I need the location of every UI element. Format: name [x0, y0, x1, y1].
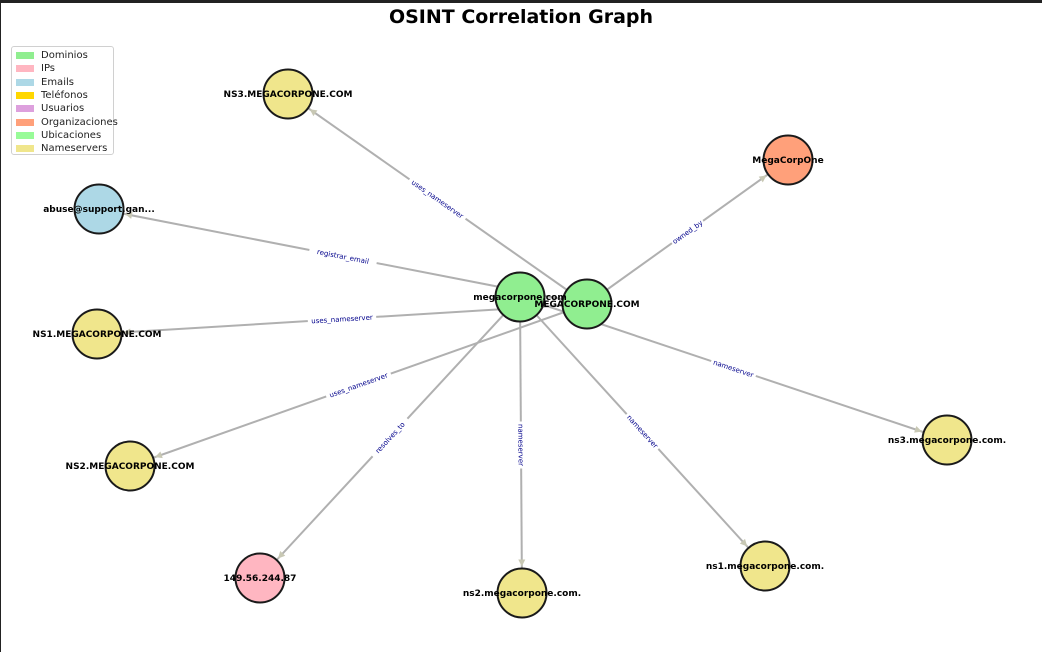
node-label-ns2-upper: NS2.MEGACORPONE.COM — [66, 462, 195, 472]
edge-arrowhead — [914, 426, 922, 433]
edge-label: nameserver — [625, 414, 659, 451]
node-ip[interactable] — [234, 552, 286, 604]
edge-arrowhead — [125, 211, 133, 219]
edge-arrowhead — [739, 538, 748, 547]
edge-label-background — [407, 175, 469, 222]
edge-label: owned_by — [671, 219, 704, 246]
edge-label-background — [307, 311, 377, 326]
legend-label: Dominios — [41, 50, 88, 61]
edge-label-background — [668, 216, 706, 247]
edge-arrowhead — [758, 175, 767, 183]
legend-swatch — [16, 52, 34, 59]
node-label-ns3-lower: ns3.megacorpone.com. — [888, 436, 1006, 446]
window-left-border — [0, 0, 1, 652]
node-email[interactable] — [73, 183, 125, 235]
legend-swatch — [16, 65, 34, 73]
legend-label: Teléfonos — [41, 89, 88, 101]
edge-label: uses_nameserver — [328, 371, 389, 399]
legend-label: Organizaciones — [41, 116, 118, 128]
legend-label: IPs — [41, 63, 56, 75]
node-label-org: MegaCorpOne — [752, 156, 823, 166]
legend-label: Usuarios — [41, 103, 85, 115]
edge-label-background — [368, 415, 411, 460]
node-ns2-upper[interactable] — [104, 440, 156, 492]
edges-layer: uses_nameserver registrar_email uses_names… — [96, 93, 948, 594]
window-top-border — [0, 0, 1042, 3]
node-ns1-upper[interactable] — [71, 308, 123, 360]
node-label-email: abuse@support.gan... — [43, 205, 155, 215]
edge-arrowhead — [123, 328, 131, 336]
edge-label: nameserver — [516, 424, 524, 466]
node-ns3-lower[interactable] — [921, 414, 973, 466]
node-label-ns2-lower: ns2.megacorpone.com. — [463, 589, 581, 599]
node-dom-upper[interactable] — [561, 278, 613, 330]
legend-swatch — [16, 78, 34, 86]
legend-swatch — [16, 131, 34, 139]
edge-label: nameserver — [712, 359, 754, 380]
node-label-ns1-lower: ns1.megacorpone.com. — [706, 562, 824, 572]
node-label-dom-lower: megacorpone.com — [473, 293, 566, 303]
edge-arrowhead — [154, 451, 163, 459]
node-label-ns1-upper: NS1.MEGACORPONE.COM — [33, 330, 162, 340]
legend-label: Emails — [41, 76, 74, 88]
node-label-dom-upper: MEGACORPONE.COM — [534, 300, 639, 310]
edge-label-background — [516, 421, 527, 469]
node-ns2-lower[interactable] — [496, 567, 548, 619]
legend-swatch — [16, 118, 34, 126]
legend-swatch — [16, 145, 34, 153]
edge-label: registrar_email — [316, 248, 369, 266]
edge-label-background — [709, 356, 758, 380]
edge-label-background — [308, 245, 378, 267]
node-ns3-upper[interactable] — [262, 68, 314, 120]
node-label-ns3-upper: NS3.MEGACORPONE.COM — [224, 90, 353, 100]
legend-label: Ubicaciones — [41, 129, 102, 141]
graph-title: OSINT Correlation Graph — [388, 6, 654, 28]
edge-arrowhead — [309, 109, 318, 117]
legend-swatch — [16, 105, 34, 113]
edge-label: resolves_to — [374, 421, 407, 455]
edge-label-background — [623, 410, 663, 452]
edge-label: uses_nameserver — [410, 178, 465, 220]
edge-label-background — [324, 368, 393, 401]
edge-arrowhead — [277, 551, 286, 559]
node-label-ip: 149.56.244.87 — [224, 574, 297, 584]
legend-swatch — [16, 91, 34, 99]
edge-arrowhead — [518, 559, 526, 567]
node-ns1-lower[interactable] — [739, 540, 791, 592]
node-dom-lower[interactable] — [494, 271, 546, 323]
legend-label: Nameservers — [41, 143, 108, 155]
edge-label: uses_nameserver — [311, 314, 373, 326]
node-org[interactable] — [762, 134, 814, 186]
